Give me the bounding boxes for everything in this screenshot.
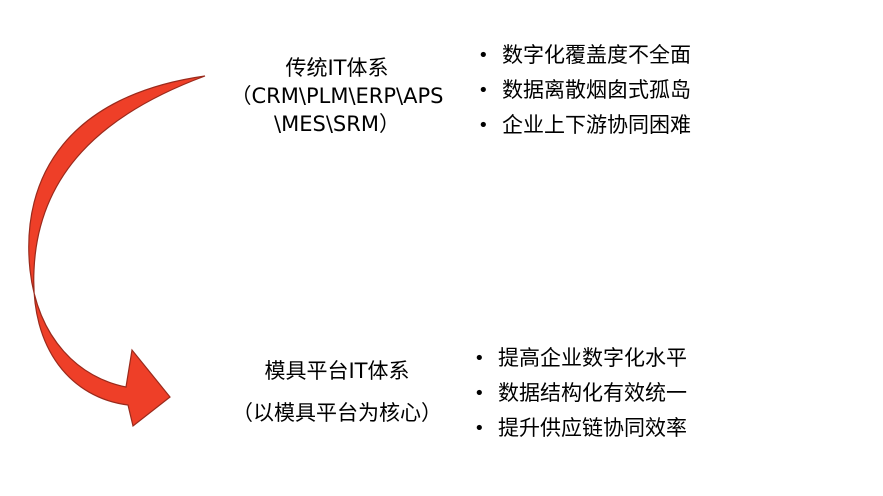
list-item: • 数字化覆盖度不全面 bbox=[478, 38, 691, 73]
mold-platform-subtitle: （以模具平台为核心） bbox=[232, 401, 442, 425]
list-item: • 数据结构化有效统一 bbox=[474, 376, 687, 411]
bullet-icon: • bbox=[474, 418, 485, 439]
bullet-icon: • bbox=[474, 383, 485, 404]
list-item: • 提升供应链协同效率 bbox=[474, 411, 687, 446]
bullet-icon: • bbox=[478, 45, 489, 66]
traditional-it-system-label: 传统IT体系 （CRM\PLM\ERP\APS \MES\SRM） bbox=[212, 54, 462, 138]
list-item: • 数据离散烟囱式孤岛 bbox=[478, 73, 691, 108]
traditional-issue-text: 数据离散烟囱式孤岛 bbox=[502, 78, 691, 102]
curved-arrow-shape bbox=[28, 75, 206, 428]
bullet-icon: • bbox=[474, 348, 485, 369]
mold-benefit-text: 提高企业数字化水平 bbox=[498, 346, 687, 370]
traditional-it-title: 传统IT体系 bbox=[285, 56, 389, 80]
mold-platform-it-system-label: 模具平台IT体系 （以模具平台为核心） bbox=[222, 357, 452, 427]
bullet-icon: • bbox=[478, 80, 489, 101]
traditional-it-systems-line2: \MES\SRM） bbox=[274, 112, 400, 136]
mold-platform-title: 模具平台IT体系 bbox=[264, 359, 410, 383]
bullet-icon: • bbox=[478, 115, 489, 136]
mold-benefit-text: 数据结构化有效统一 bbox=[498, 381, 687, 405]
traditional-issue-text: 企业上下游协同困难 bbox=[502, 113, 691, 137]
list-item: • 企业上下游协同困难 bbox=[478, 108, 691, 143]
traditional-issue-text: 数字化覆盖度不全面 bbox=[502, 43, 691, 67]
traditional-it-systems-line1: （CRM\PLM\ERP\APS bbox=[230, 84, 444, 108]
mold-platform-benefits-list: • 提高企业数字化水平 • 数据结构化有效统一 • 提升供应链协同效率 bbox=[474, 341, 687, 446]
traditional-issues-list: • 数字化覆盖度不全面 • 数据离散烟囱式孤岛 • 企业上下游协同困难 bbox=[478, 38, 691, 143]
list-item: • 提高企业数字化水平 bbox=[474, 341, 687, 376]
mold-benefit-text: 提升供应链协同效率 bbox=[498, 416, 687, 440]
